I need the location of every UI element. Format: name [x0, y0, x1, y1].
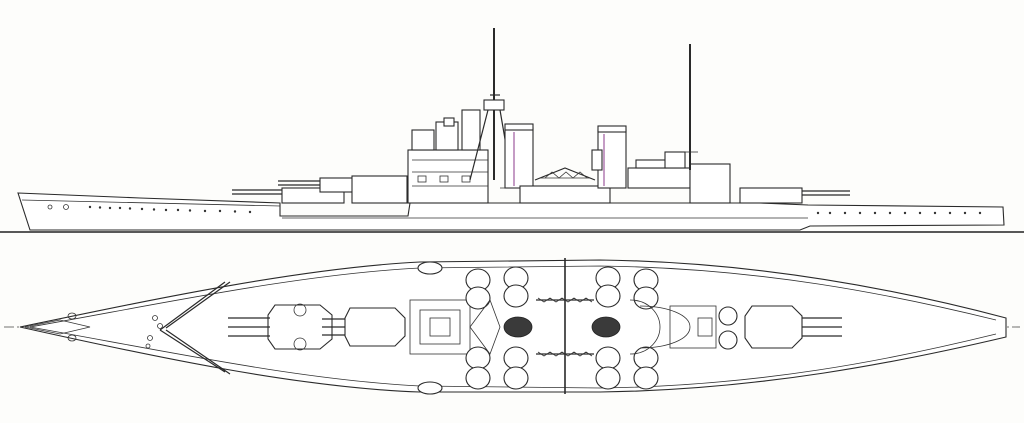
after-funnel [591, 125, 627, 189]
sheer-line [21, 199, 281, 207]
catapult-lattice [536, 297, 594, 357]
forecastle-fittings [24, 312, 163, 349]
forward-funnel-plan [503, 316, 533, 338]
turret-y-plan [744, 305, 842, 349]
turret-b-side [278, 175, 408, 204]
forward-funnel [500, 123, 540, 189]
turret-a-plan [228, 303, 333, 351]
side-elevation-view [0, 28, 1024, 233]
secondary-mounts-forward [417, 261, 533, 395]
turret-b-plan [322, 299, 471, 355]
secondary-mounts-aft [591, 266, 691, 390]
bridge-tower [407, 109, 489, 204]
turret-y-side [739, 187, 850, 204]
after-funnel-plan [591, 316, 621, 338]
after-superstructure-plan [669, 305, 738, 350]
portholes-forward [47, 204, 252, 214]
portholes-aft [816, 211, 982, 215]
hull-profile [17, 192, 1005, 231]
plan-view [4, 258, 1020, 395]
after-superstructure [627, 44, 731, 204]
aircraft-crane [519, 167, 611, 204]
